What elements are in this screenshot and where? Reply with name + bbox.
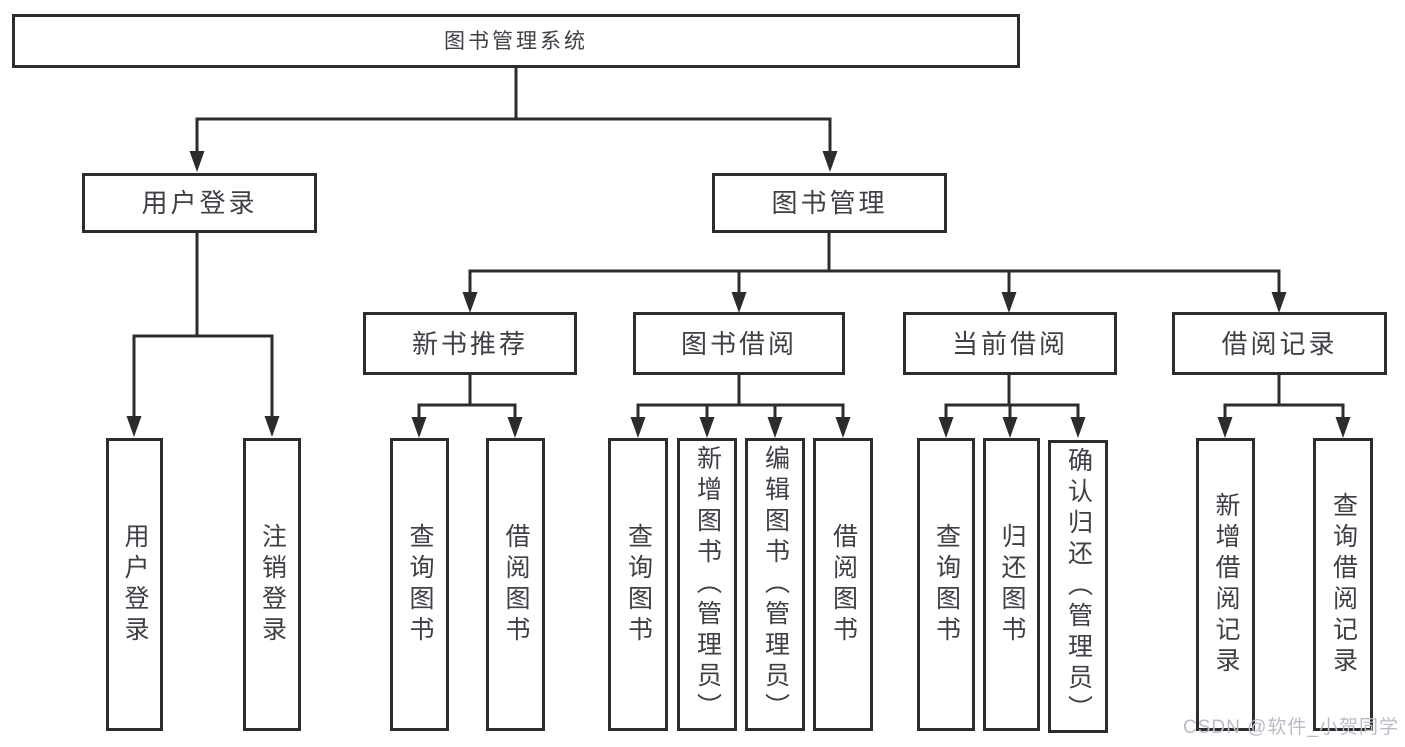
node-label: 借阅图书 — [502, 522, 530, 647]
node-label: 查询借阅记录 — [1329, 491, 1358, 678]
node-book-borrowing: 图书借阅 — [633, 312, 845, 375]
node-label: 图书管理 — [771, 188, 888, 218]
node-query-borrow-record: 查询借阅记录 — [1313, 438, 1373, 731]
node-edit-book-admin: 编辑图书（管理员） — [745, 438, 805, 731]
node-add-borrow-record: 新增借阅记录 — [1196, 438, 1255, 731]
node-label: 借阅记录 — [1221, 328, 1338, 359]
node-book-management-branch: 图书管理 — [712, 173, 947, 233]
node-library-management-system: 图书管理系统 — [12, 14, 1020, 68]
node-borrowing-records: 借阅记录 — [1172, 312, 1387, 375]
node-logout-leaf: 注销登录 — [243, 438, 301, 731]
node-label: 查询图书 — [624, 522, 653, 647]
node-label: 注销登录 — [258, 522, 287, 647]
node-label: 用户登录 — [121, 522, 149, 647]
node-label: 归还图书 — [998, 522, 1026, 647]
node-label: 查询图书 — [932, 522, 961, 647]
node-label: 查询图书 — [406, 522, 434, 647]
node-label: 当前借阅 — [951, 328, 1068, 359]
node-label: 新增图书（管理员） — [693, 445, 722, 724]
node-label: 确认归还（管理员） — [1064, 447, 1093, 726]
node-new-book-recommendation: 新书推荐 — [363, 312, 577, 375]
node-borrow-books-recommend: 借阅图书 — [486, 438, 545, 731]
node-query-books-borrowing: 查询图书 — [608, 438, 668, 731]
node-label: 图书管理系统 — [444, 29, 588, 53]
node-label: 新书推荐 — [411, 328, 528, 359]
node-label: 新增借阅记录 — [1212, 491, 1240, 678]
node-borrow-books-borrowing: 借阅图书 — [813, 438, 873, 731]
node-label: 编辑图书（管理员） — [761, 445, 790, 724]
node-current-borrowing: 当前借阅 — [903, 312, 1117, 375]
node-add-book-admin: 新增图书（管理员） — [677, 438, 737, 731]
node-label: 图书借阅 — [680, 328, 797, 359]
csdn-watermark: CSDN @软件_小贺同学 — [1183, 717, 1399, 738]
node-query-books-recommend: 查询图书 — [390, 438, 449, 731]
node-return-books: 归还图书 — [983, 438, 1040, 731]
node-confirm-return-admin: 确认归还（管理员） — [1048, 440, 1108, 733]
node-user-login-leaf: 用户登录 — [106, 438, 163, 731]
node-user-login-branch: 用户登录 — [82, 173, 317, 233]
node-label: 借阅图书 — [829, 522, 858, 647]
node-query-books-current: 查询图书 — [917, 438, 975, 731]
node-label: 用户登录 — [141, 188, 258, 218]
